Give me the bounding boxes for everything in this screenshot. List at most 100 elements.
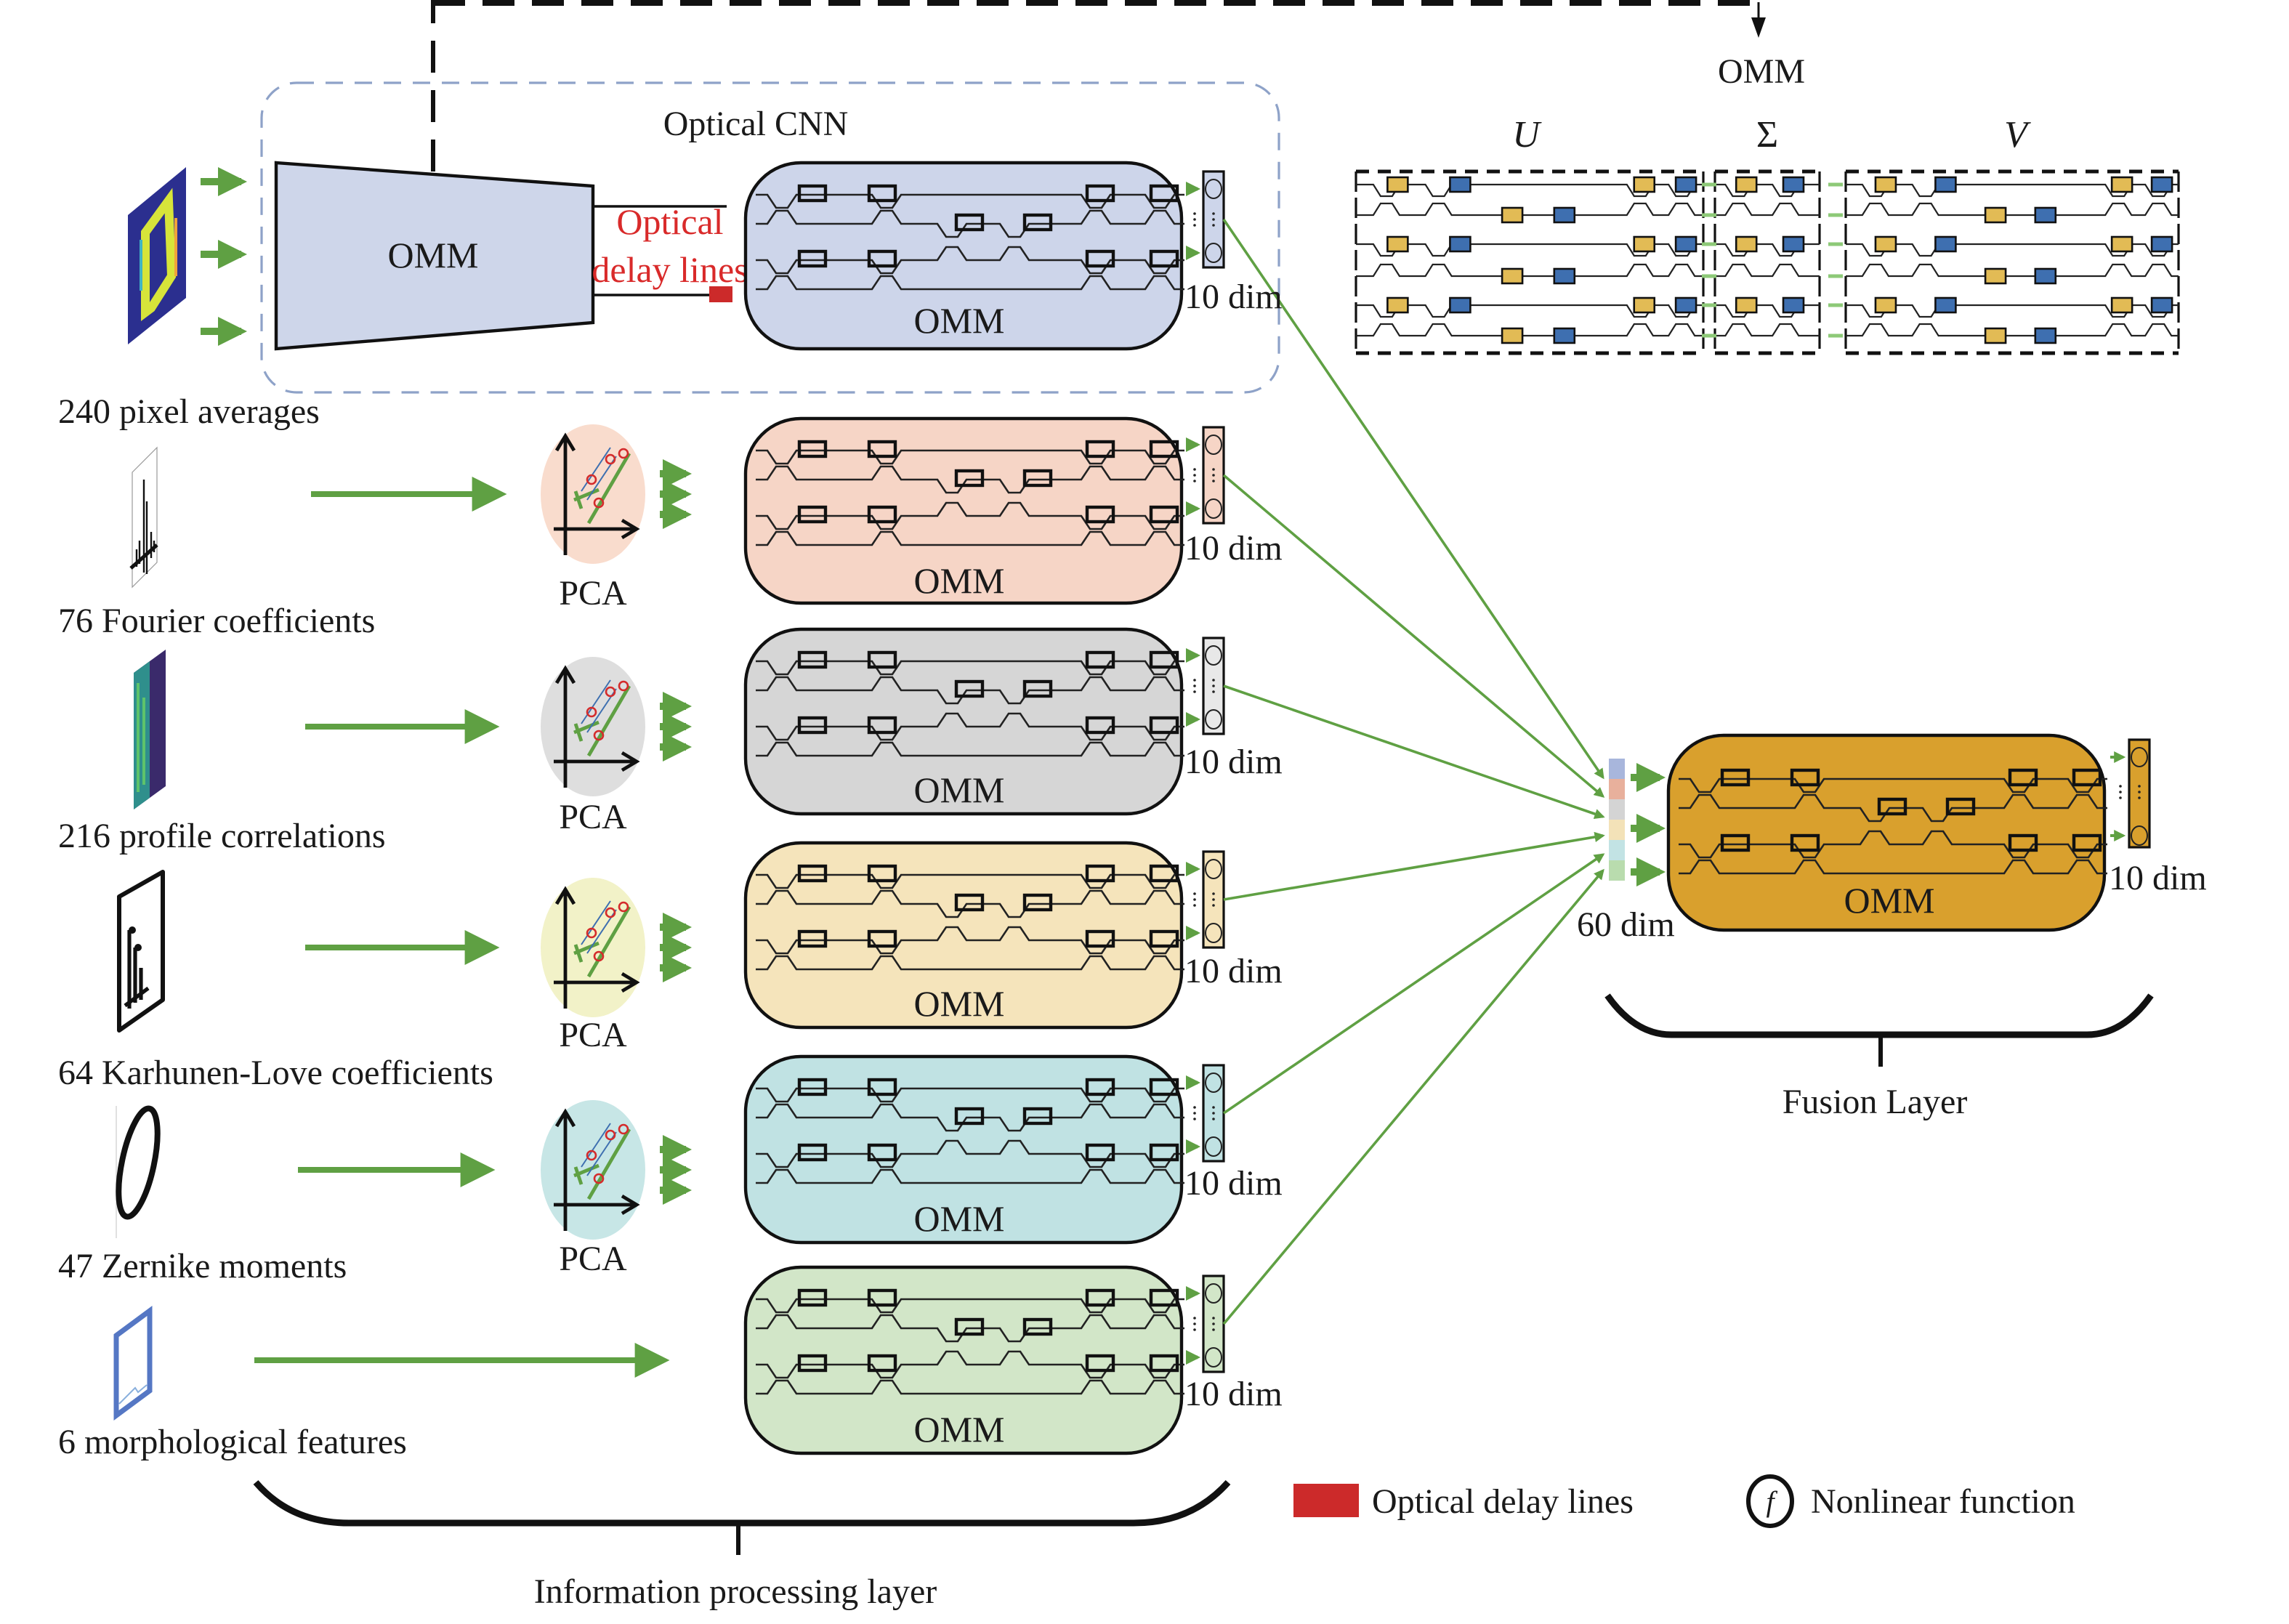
phase-shifter xyxy=(1674,176,1697,193)
pca-block-4 xyxy=(298,1100,692,1240)
fusion-input-vector xyxy=(1609,759,1625,881)
phase-shifter xyxy=(1720,768,1751,787)
phase-shifter xyxy=(797,1143,828,1162)
phase-shifter xyxy=(1501,267,1524,285)
omm-label-6: OMM xyxy=(913,1409,1004,1450)
omm-box-3 xyxy=(743,627,1225,816)
phase-shifter xyxy=(1149,184,1179,203)
phase-shifter xyxy=(1085,929,1115,948)
feature-label-pixel-averages: 240 pixel averages xyxy=(58,392,320,431)
phase-shifter xyxy=(2110,176,2133,193)
v-matrix-label: V xyxy=(2004,114,2031,155)
output-column-5 xyxy=(1186,1064,1225,1163)
omm-label-5: OMM xyxy=(913,1198,1004,1239)
phase-shifter xyxy=(1984,327,2007,344)
omm-box-6 xyxy=(743,1265,1225,1455)
phase-shifter xyxy=(797,650,828,669)
phase-shifter xyxy=(797,864,828,883)
output-column-6 xyxy=(1186,1274,1225,1373)
dim-label-5: 10 dim xyxy=(1184,1164,1283,1203)
dim-label-2: 10 dim xyxy=(1184,529,1283,567)
delay-lines xyxy=(593,205,732,302)
fusion-layer-label: Fusion Layer xyxy=(1783,1083,1968,1121)
fusion-input-dim-label: 60 dim xyxy=(1577,905,1675,944)
phase-shifter xyxy=(2150,296,2173,314)
output-column-1 xyxy=(1186,170,1225,269)
legend-delay-label: Optical delay lines xyxy=(1372,1482,1634,1521)
nonlinear-function-symbol: f xyxy=(1766,1485,1777,1518)
phase-shifter xyxy=(1085,650,1115,669)
optical-cnn-label: Optical CNN xyxy=(663,105,849,143)
karhunen-loeve-thumbnail xyxy=(117,870,165,1033)
heatmap-digit-thumbnail xyxy=(128,167,186,344)
phase-shifter xyxy=(1720,833,1751,852)
phase-shifter xyxy=(797,1288,828,1307)
phase-shifter xyxy=(1790,833,1820,852)
nonlinear-function-icon xyxy=(2131,825,2148,846)
phase-shifter xyxy=(1085,440,1115,458)
phase-shifter xyxy=(1501,327,1524,344)
delay-line-block xyxy=(709,286,732,302)
omm-label-1: OMM xyxy=(913,300,1004,341)
phase-shifter xyxy=(1085,1078,1115,1096)
phase-shifter xyxy=(2072,768,2102,787)
pca-label-profile: PCA xyxy=(559,798,627,836)
phase-shifter xyxy=(867,249,897,268)
phase-shifter xyxy=(1149,716,1179,735)
phase-shifter xyxy=(867,184,897,203)
pca-label-fourier: PCA xyxy=(559,574,627,613)
dim-label-6: 10 dim xyxy=(1184,1375,1283,1413)
processing-layer-label: Information processing layer xyxy=(534,1572,937,1611)
fusion-layer xyxy=(1609,733,2151,932)
pca-block-1 xyxy=(311,424,692,564)
phase-shifter xyxy=(2008,833,2038,852)
morphological-thumbnail xyxy=(113,1306,153,1421)
connector-line xyxy=(1222,474,1605,798)
delay-lines-label-2: delay lines xyxy=(592,249,748,290)
phase-shifter xyxy=(954,1317,985,1336)
top-omm-label: OMM xyxy=(1718,52,1805,91)
phase-shifter xyxy=(1085,505,1115,524)
phase-shifter xyxy=(2034,327,2057,344)
fusion-output-column xyxy=(2110,738,2151,849)
phase-shifter xyxy=(1633,296,1656,314)
processing-layer-brace xyxy=(253,1480,1231,1527)
svd-mesh-panel xyxy=(1355,169,2180,355)
phase-shifter xyxy=(1149,440,1179,458)
nonlinear-function-icon xyxy=(1205,243,1222,263)
phase-shifter xyxy=(1934,176,1957,193)
nonlinear-function-icon xyxy=(1205,498,1222,519)
phase-shifter xyxy=(1022,1107,1053,1126)
phase-shifter xyxy=(867,716,897,735)
omm-box-4 xyxy=(743,841,1225,1030)
cnn-omm-trapezoid xyxy=(274,161,595,351)
phase-shifter xyxy=(954,469,985,488)
phase-shifter xyxy=(867,505,897,524)
phase-shifter xyxy=(2034,267,2057,285)
delay-lines-label-1: Optical xyxy=(616,201,723,242)
fourier-spectrum-thumbnail xyxy=(129,446,158,589)
svd-panel-v xyxy=(1844,169,2180,355)
svd-panel-u xyxy=(1355,169,1705,355)
phase-shifter xyxy=(1782,235,1805,253)
u-matrix-label: U xyxy=(1512,114,1542,155)
phase-shifter xyxy=(1022,469,1053,488)
omm-column xyxy=(743,161,1225,1455)
phase-shifter xyxy=(1934,235,1957,253)
phase-shifter xyxy=(1149,1078,1179,1096)
phase-shifter xyxy=(1149,249,1179,268)
phase-shifter xyxy=(954,679,985,698)
phase-shifter xyxy=(1633,176,1656,193)
phase-shifter xyxy=(1633,235,1656,253)
pca-label-karhunen: PCA xyxy=(559,1016,627,1054)
nonlinear-function-icon xyxy=(1205,435,1222,455)
dim-label-4: 10 dim xyxy=(1184,952,1283,990)
legend: Optical delay lines f Nonlinear function xyxy=(1293,1474,2075,1528)
phase-shifter xyxy=(1449,235,1472,253)
phase-shifter xyxy=(1945,797,1976,816)
pca-block-3 xyxy=(305,878,692,1017)
phase-shifter xyxy=(1386,296,1409,314)
pca-icon xyxy=(541,424,645,564)
phase-shifter xyxy=(1984,206,2007,224)
phase-shifter xyxy=(2008,768,2038,787)
